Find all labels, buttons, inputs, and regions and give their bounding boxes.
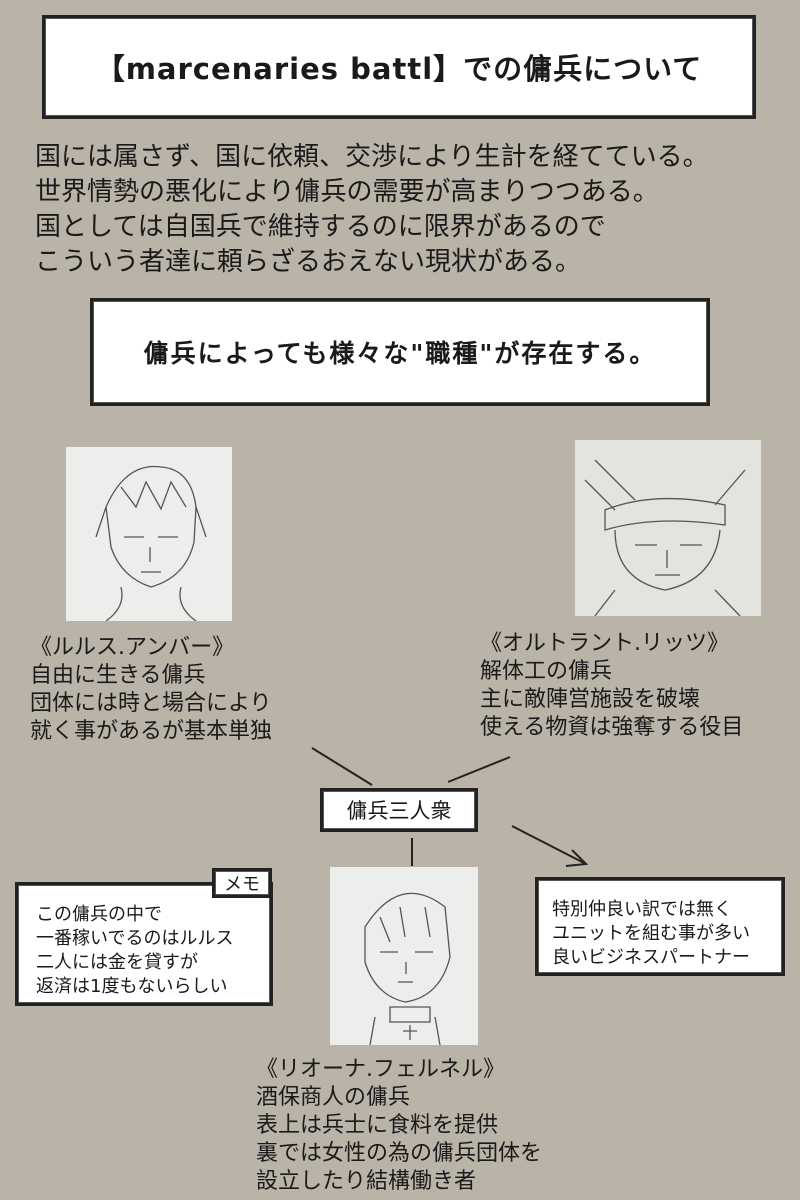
page-title: 【marcenaries battl】での傭兵について	[95, 52, 703, 86]
intro-line: こういう者達に頼らざるおえない現状がある。	[35, 247, 582, 277]
subtitle: 傭兵によっても様々な"職種"が存在する。	[143, 339, 657, 368]
connector-line	[447, 756, 511, 783]
character-desc: 団体には時と場合により	[30, 691, 272, 716]
memo-tag-label: メモ	[224, 874, 260, 895]
sketch-face-illustration	[584, 459, 746, 616]
character-desc: 酒保商人の傭兵	[256, 1085, 411, 1110]
portrait-orutoranto	[575, 440, 761, 616]
note-line: ユニットを組む事が多い	[552, 923, 750, 944]
intro-line: 国としては自国兵で維持するのに限界があるので	[35, 212, 606, 242]
character-desc: 使える物資は強奪する役目	[480, 715, 744, 740]
character-desc: 自由に生きる傭兵	[30, 663, 206, 688]
connector-line	[311, 747, 373, 786]
sketch-face-illustration	[95, 465, 207, 621]
memo-line: この傭兵の中で	[36, 904, 162, 925]
note-line: 良いビジネスパートナー	[552, 947, 750, 968]
character-desc: 解体工の傭兵	[480, 659, 613, 684]
memo-line: 一番稼いでるのはルルス	[36, 928, 234, 949]
subtitle-box: 傭兵によっても様々な"職種"が存在する。	[90, 298, 710, 406]
note-box: 特別仲良い訳では無く ユニットを組む事が多い 良いビジネスパートナー	[535, 877, 785, 976]
arrow-icon	[511, 825, 589, 867]
portrait-riona	[330, 867, 478, 1045]
character-desc: 主に敵陣営施設を破壊	[480, 687, 701, 712]
title-box: 【marcenaries battl】での傭兵について	[42, 15, 756, 119]
character-name: 《オルトラント.リッツ》	[480, 631, 729, 656]
memo-line: 二人には金を貸すが	[36, 952, 198, 973]
portrait-rurusu	[66, 447, 232, 621]
character-name: 《リオーナ.フェルネル》	[256, 1057, 505, 1082]
center-label-box: 傭兵三人衆	[320, 788, 478, 832]
character-desc: 就く事があるが基本単独	[30, 719, 273, 744]
intro-line: 世界情勢の悪化により傭兵の需要が高まりつつある。	[35, 177, 659, 207]
center-label: 傭兵三人衆	[346, 799, 452, 823]
character-desc: 設立したり結構働き者	[256, 1169, 477, 1194]
intro-text: 国には属さず、国に依頼、交渉により生計を経てている。 世界情勢の悪化により傭兵の…	[35, 140, 709, 280]
intro-line: 国には属さず、国に依頼、交渉により生計を経てている。	[35, 142, 709, 172]
memo-tag: メモ	[212, 868, 272, 898]
character-card-orutoranto: 《オルトラント.リッツ》 解体工の傭兵 主に敵陣営施設を破壊 使える物資は強奪す…	[480, 630, 743, 742]
character-desc: 裏では女性の為の傭兵団体を	[256, 1141, 543, 1166]
character-card-riona: 《リオーナ.フェルネル》 酒保商人の傭兵 表上は兵士に食料を提供 裏では女性の為…	[256, 1056, 542, 1196]
character-card-rurusu: 《ルルス.アンバー》 自由に生きる傭兵 団体には時と場合により 就く事があるが基…	[30, 634, 272, 746]
memo-box: この傭兵の中で 一番稼いでるのはルルス 二人には金を貸すが 返済は1度もないらし…	[15, 882, 273, 1006]
character-name: 《ルルス.アンバー》	[30, 635, 235, 660]
sketch-face-illustration	[364, 892, 451, 1045]
character-desc: 表上は兵士に食料を提供	[256, 1113, 499, 1138]
note-line: 特別仲良い訳では無く	[552, 899, 732, 920]
memo-line: 返済は1度もないらしい	[36, 976, 228, 997]
